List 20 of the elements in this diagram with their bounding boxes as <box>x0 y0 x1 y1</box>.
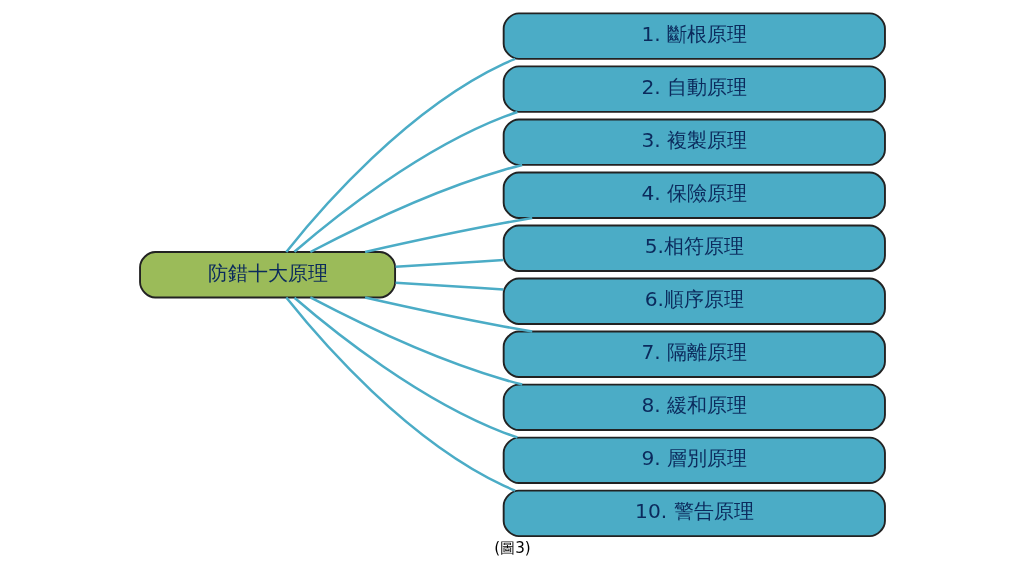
node-box: 1. 斷根原理 <box>502 12 886 60</box>
connector <box>309 296 523 386</box>
node-box: 6.順序原理 <box>502 277 886 325</box>
node-box: 4. 保險原理 <box>502 171 886 219</box>
connector <box>394 281 504 291</box>
connector <box>309 163 523 254</box>
connector <box>394 258 504 269</box>
node-box: 8. 緩和原理 <box>502 383 886 431</box>
node-box: 5.相符原理 <box>502 224 886 272</box>
node-box: 3. 複製原理 <box>502 118 886 166</box>
connector <box>293 110 518 253</box>
node-box: 7. 隔離原理 <box>502 330 886 378</box>
node-box: 9. 層別原理 <box>502 436 886 484</box>
node-box: 防錯十大原理 <box>138 251 396 299</box>
caption: (圖3) <box>493 539 531 558</box>
node-box: 10. 警告原理 <box>502 489 886 538</box>
connector <box>293 296 518 439</box>
connector <box>284 296 516 492</box>
connector <box>284 57 516 253</box>
node-box: 2. 自動原理 <box>502 65 886 113</box>
